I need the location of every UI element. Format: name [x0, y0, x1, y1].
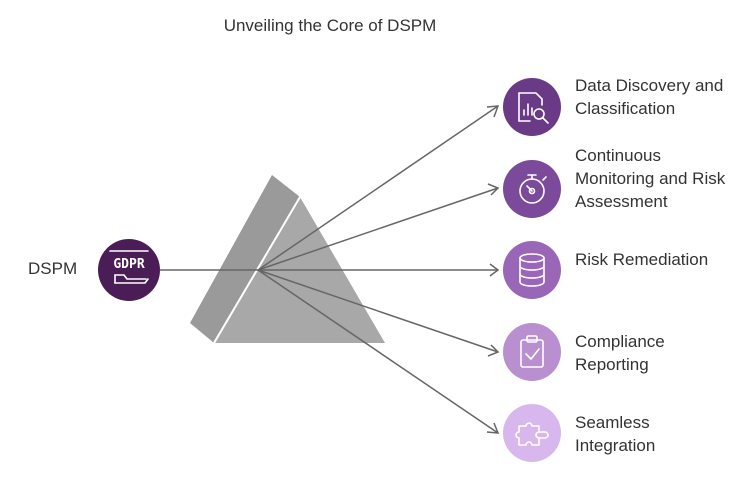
arrow-line-5 [257, 269, 499, 434]
diagram-title: Unveiling the Core of DSPM [223, 16, 437, 35]
document-search-icon [518, 92, 549, 124]
arrow-head-5 [486, 422, 500, 434]
item-label-data-discovery: Data Discovery and Classification [575, 76, 724, 118]
stopwatch-icon [519, 174, 547, 204]
item-label-risk-remediation: Risk Remediation [575, 250, 709, 269]
arrow-head-3 [489, 263, 500, 277]
arrow-line-4 [257, 269, 499, 353]
clipboard-check-icon [520, 335, 544, 368]
arrow-head-4 [487, 344, 500, 357]
puzzle-icon [515, 422, 549, 446]
item-label-compliance-reporting: Compliance Reporting [575, 332, 665, 374]
arrow-head-1 [486, 105, 500, 118]
item-circle-1 [503, 78, 561, 136]
item-label-continuous-monitoring: Continuous Monitoring and Risk Assessmen… [575, 146, 726, 211]
item-circle-4 [503, 323, 561, 381]
item-circle-3 [503, 241, 561, 299]
arrow-line-1 [257, 105, 499, 271]
gdpr-icon: GDPR [109, 250, 149, 284]
dspm-node: GDPR [98, 239, 160, 301]
arrow-line-2 [257, 187, 499, 271]
item-label-seamless-integration: Seamless Integration [575, 413, 656, 455]
item-circle-2 [503, 160, 561, 218]
item-circle-5 [503, 404, 561, 462]
prism-back-face [190, 175, 300, 343]
arrow-head-2 [487, 183, 500, 196]
dspm-node-circle [98, 239, 160, 301]
dspm-label: DSPM [28, 259, 78, 278]
gdpr-icon-text: GDPR [113, 257, 144, 272]
database-icon [519, 253, 545, 287]
arrows [257, 105, 500, 434]
